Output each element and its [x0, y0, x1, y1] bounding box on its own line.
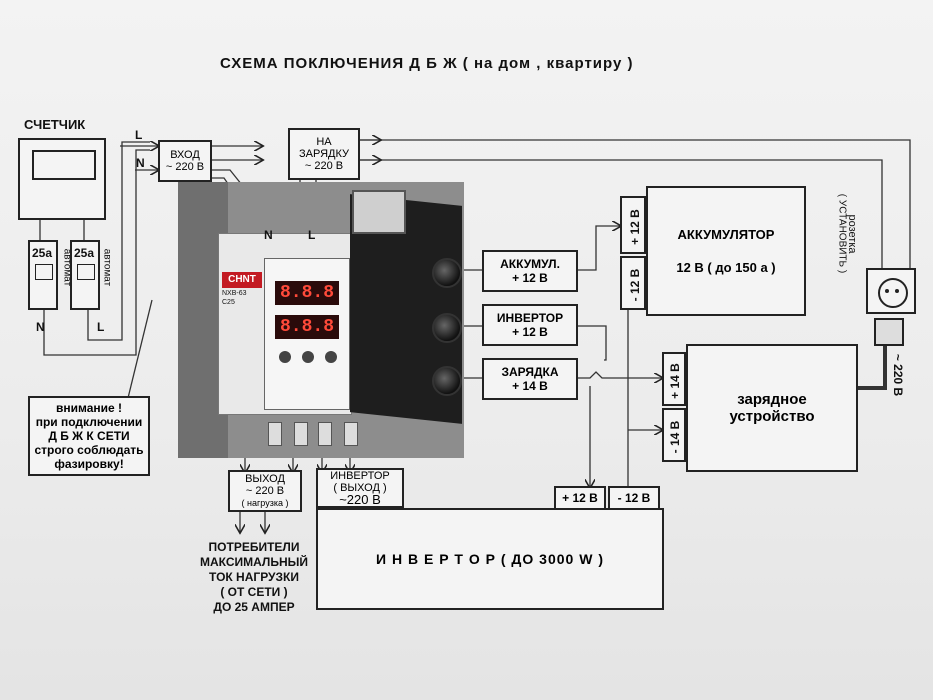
inverter-label: И Н В Е Р Т О Р ( ДО 3000 W ) [376, 551, 604, 567]
device-relay-block [352, 190, 406, 234]
charge-outlet-box: НА ЗАРЯДКУ ~ 220 В [288, 128, 360, 180]
input-box: ВХОД ~ 220 В [158, 140, 212, 182]
output-terminal-3 [318, 422, 332, 446]
inverter-terminal-line1: ИНВЕРТОР [496, 311, 564, 325]
inverter-minus-box: - 12 В [608, 486, 660, 510]
inverter-output-box: ИНВЕРТОР ( ВЫХОД ) ~220 В [316, 468, 404, 508]
inverter-terminal-box: ИНВЕРТОР + 12 В [482, 304, 578, 346]
breaker-right: 25а [70, 240, 100, 310]
consumers-note: ПОТРЕБИТЕЛИ МАКСИМАЛЬНЫЙ ТОК НАГРУЗКИ ( … [194, 540, 314, 615]
socket-voltage: ~ 220 В [891, 353, 905, 397]
inverter-box: И Н В Е Р Т О Р ( ДО 3000 W ) [316, 508, 664, 610]
input-box-line1: ВХОД [170, 149, 200, 161]
output-line2: ~ 220 В [245, 485, 285, 497]
battery-minus-box: - 12 В [620, 256, 646, 310]
inverter-terminal-line2: + 12 В [512, 325, 548, 339]
inverter-output-line3: ~220 В [339, 492, 381, 507]
terminal-knob-inverter [432, 313, 462, 343]
charge-outlet-line1: НА [316, 136, 332, 148]
breaker-left-rating: 25а [32, 246, 53, 260]
terminal-knob-charge [432, 366, 462, 396]
charger-line2: устройство [729, 408, 815, 425]
inverter-minus-label: - 12 В [617, 491, 651, 505]
warning-line5: фазировку! [54, 457, 124, 471]
warning-line1: внимание ! [55, 401, 123, 415]
charger-minus-box: - 14 В [662, 408, 686, 462]
label-N-photo: N [264, 228, 273, 242]
charger-minus-label: - 14 В [668, 420, 682, 454]
inverter-plus-box: + 12 В [554, 486, 606, 510]
breaker-model: NXB-63 [222, 290, 247, 297]
breaker-left-tag: автомат [61, 248, 73, 287]
battery-plus-label: + 12 В [628, 209, 642, 245]
diagram-title: СХЕМА ПОКЛЮЧЕНИЯ Д Б Ж ( на дом , кварти… [220, 55, 634, 72]
breaker-model-rating: C25 [222, 299, 235, 306]
battery-plus-box: + 12 В [620, 196, 646, 254]
output-terminal-2 [294, 422, 308, 446]
output-box: ВЫХОД ~ 220 В ( нагрузка ) [228, 470, 302, 512]
charger-box: зарядное устройство [686, 344, 858, 472]
meter-box [18, 138, 106, 220]
accum-terminal-line1: АККУМУЛ. [500, 257, 560, 271]
socket-label: розетка [846, 214, 858, 254]
battery-minus-label: - 12 В [628, 268, 642, 302]
battery-spec: 12 В ( до 150 а ) [676, 260, 776, 275]
output-terminal-1 [268, 422, 282, 446]
charge-terminal-line1: ЗАРЯДКА [501, 365, 559, 379]
meter-label: СЧЕТЧИК [24, 117, 86, 132]
relay-display-top: 8.8.8 [275, 281, 339, 305]
socket-note: ( УСТАНОВИТЬ ) [836, 193, 848, 274]
output-line3: ( нагрузка ) [241, 498, 289, 508]
plug [874, 318, 904, 346]
consumers-line3: ТОК НАГРУЗКИ [209, 570, 299, 584]
warning-box: внимание ! при подключении Д Б Ж К СЕТИ … [28, 396, 150, 476]
warning-line2: при подключении [35, 415, 143, 429]
breaker-right-tag: автомат [101, 248, 113, 287]
charge-outlet-line3: ~ 220 В [304, 160, 344, 172]
accum-terminal-line2: + 12 В [512, 271, 548, 285]
input-box-line2: ~ 220 В [165, 161, 205, 173]
inverter-plus-label: + 12 В [562, 491, 598, 505]
breaker-left: 25а [28, 240, 58, 310]
terminal-knob-accum [432, 258, 462, 288]
battery-title: АККУМУЛЯТОР [677, 227, 775, 242]
label-N-bottom: N [36, 320, 45, 334]
output-line1: ВЫХОД [245, 473, 285, 485]
inverter-output-line1: ИНВЕРТОР [330, 470, 390, 482]
charger-plus-box: + 14 В [662, 352, 686, 406]
consumers-line4: ( ОТ СЕТИ ) [220, 585, 288, 599]
wall-socket [866, 268, 916, 314]
label-N-top: N [136, 156, 145, 170]
breaker-right-rating: 25а [74, 246, 95, 260]
consumers-line1: ПОТРЕБИТЕЛИ [208, 540, 300, 554]
charge-outlet-line2: ЗАРЯДКУ [299, 148, 349, 160]
accum-terminal-box: АККУМУЛ. + 12 В [482, 250, 578, 292]
charge-terminal-box: ЗАРЯДКА + 14 В [482, 358, 578, 400]
output-terminal-4 [344, 422, 358, 446]
voltage-relay: 8.8.8 8.8.8 [264, 258, 350, 410]
inverter-output-line2: ( ВЫХОД ) [333, 482, 387, 494]
charger-line1: зарядное [737, 391, 807, 408]
consumers-line5: ДО 25 АМПЕР [213, 600, 295, 614]
warning-line3: Д Б Ж К СЕТИ [48, 429, 130, 443]
consumers-line2: МАКСИМАЛЬНЫЙ [199, 555, 308, 569]
warning-line4: строго соблюдать [34, 443, 144, 457]
battery-box: АККУМУЛЯТОР 12 В ( до 150 а ) [646, 186, 806, 316]
charge-terminal-line2: + 14 В [512, 379, 548, 393]
label-L-top: L [135, 128, 143, 142]
label-L-bottom: L [97, 320, 105, 334]
label-L-photo: L [308, 228, 316, 242]
brand-logo: CHNT [222, 272, 262, 288]
charger-plus-label: + 14 В [668, 363, 682, 399]
relay-display-bottom: 8.8.8 [275, 315, 339, 339]
